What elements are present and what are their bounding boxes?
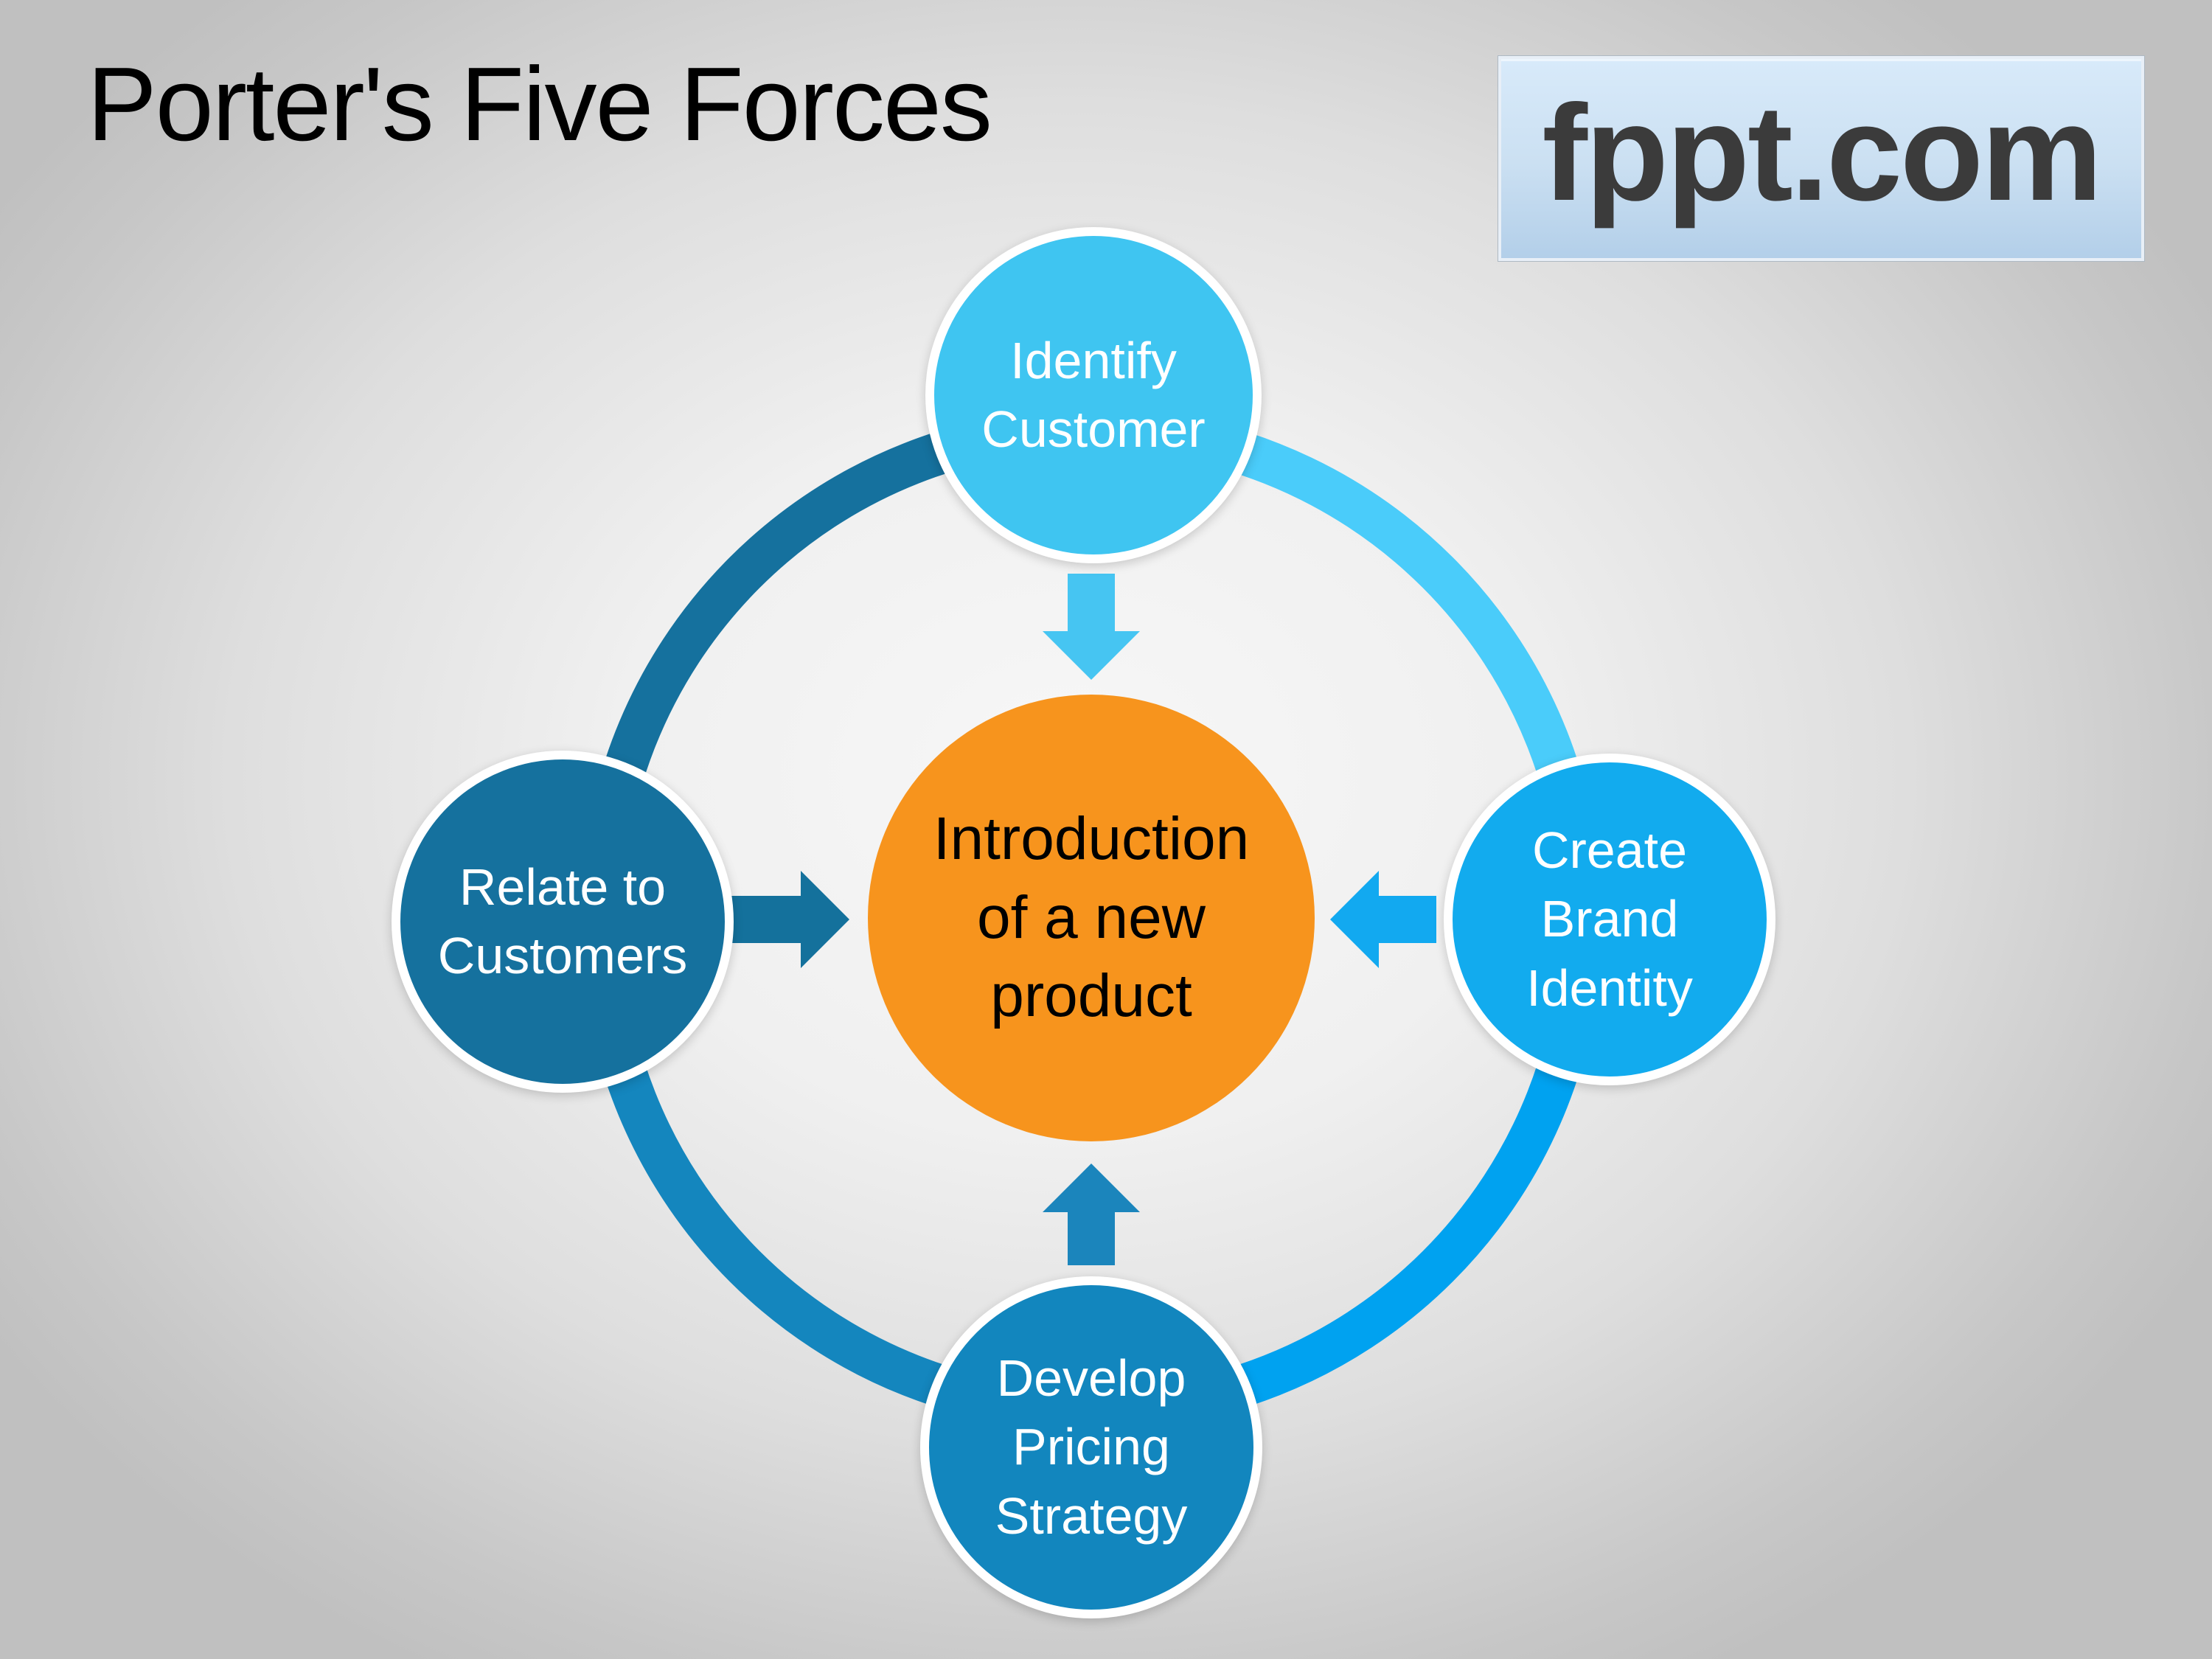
node-introduction-new-product-label: Introduction of a new product <box>933 805 1250 1030</box>
node-identify-customer-label: Identify Customer <box>981 331 1206 458</box>
node-introduction-new-product: Introduction of a new product <box>868 695 1315 1141</box>
arrow-right-icon <box>728 871 849 968</box>
node-relate-to-customers-label: Relate to Customers <box>437 858 688 984</box>
node-develop-pricing-strategy-label: Develop Pricing Strategy <box>995 1349 1188 1545</box>
arrow-left-icon <box>1330 871 1436 968</box>
node-create-brand-identity-label: Create Brand Identity <box>1526 821 1693 1017</box>
fppt-logo: fppt.com <box>1498 56 2144 261</box>
fppt-logo-text: fppt.com <box>1542 77 2102 229</box>
arrow-up-icon <box>1043 1164 1140 1265</box>
node-relate-to-customers: Relate to Customers <box>392 751 734 1093</box>
node-create-brand-identity: Create Brand Identity <box>1444 754 1775 1085</box>
node-identify-customer: Identify Customer <box>925 227 1262 563</box>
node-develop-pricing-strategy: Develop Pricing Strategy <box>920 1276 1262 1618</box>
slide-title: Porter's Five Forces <box>87 46 992 163</box>
arrow-down-icon <box>1043 574 1140 680</box>
